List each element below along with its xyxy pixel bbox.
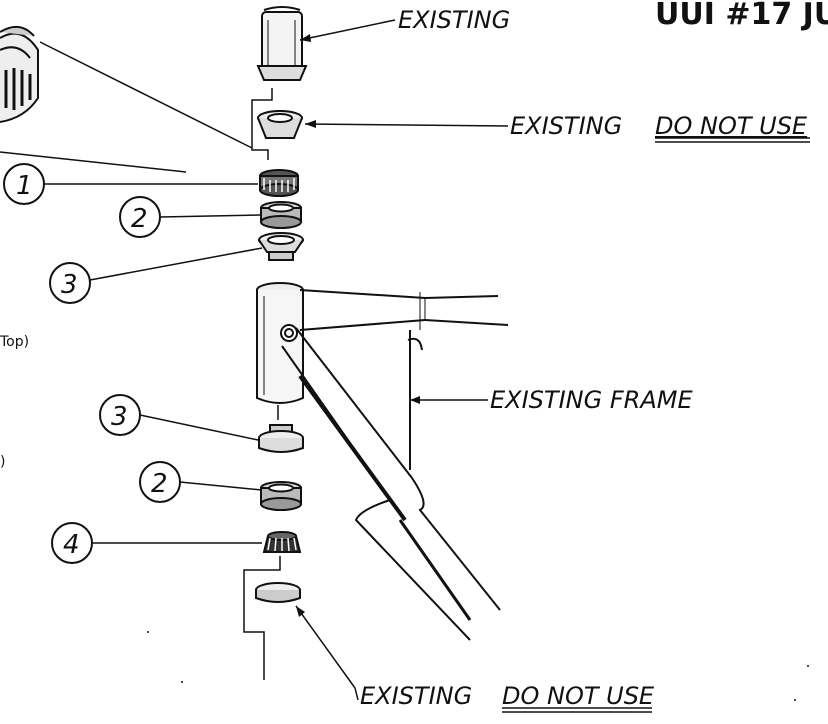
scan-speck <box>147 631 149 633</box>
existing-top-label: EXISTING <box>398 6 510 34</box>
do-not-use-top-arrow <box>305 120 316 128</box>
callout-2a: 2 <box>131 204 148 234</box>
head-tube <box>256 282 304 404</box>
part-2-ring-top <box>260 201 302 229</box>
existing-frame-arrow <box>410 396 420 404</box>
down-tube <box>280 324 501 641</box>
callout-1: 1 <box>16 171 33 201</box>
part-1-bearing <box>259 169 299 197</box>
do-not-use-bottom-arrow <box>296 606 305 617</box>
do-not-use-bottom-leader <box>295 605 356 689</box>
part-2-ring-bottom <box>260 481 302 511</box>
existing-frame-label: EXISTING FRAME <box>490 386 693 414</box>
do-not-use-top-label: DO NOT USE <box>655 112 808 140</box>
scan-speck <box>794 699 796 701</box>
callout-3a-circle <box>49 262 91 304</box>
existing-stem-part <box>256 6 308 81</box>
callout-4: 4 <box>63 530 80 560</box>
existing-washer-bottom <box>255 582 301 603</box>
callout-2b-leader <box>179 481 263 491</box>
existing-top-arrow <box>300 34 311 42</box>
part-4-bearing <box>262 531 302 553</box>
callout-3b: 3 <box>111 402 128 432</box>
side-fragment-bottom: ) <box>0 454 5 470</box>
axis-bracket-top <box>251 88 273 160</box>
scan-speck <box>181 681 183 683</box>
existing-do-not-use-top-prefix: EXISTING <box>510 112 622 140</box>
existing-top-leader <box>299 19 396 41</box>
existing-washer-top <box>257 110 303 139</box>
part-3-cup-top <box>258 232 304 261</box>
callout-3a-leader <box>89 247 263 281</box>
adjuster-knob-fragment <box>0 25 39 123</box>
do-not-use-bottom-leader-2 <box>354 687 359 701</box>
callout-3b-leader <box>139 414 259 441</box>
part-3-cup-bottom <box>258 424 304 453</box>
callout-2b: 2 <box>151 469 168 499</box>
do-not-use-top-leader <box>304 123 509 127</box>
page-title: UUI #17 JU <box>655 0 828 32</box>
top-tube <box>299 289 509 331</box>
knob-leader-1 <box>39 41 253 149</box>
existing-do-not-use-bottom-prefix: EXISTING <box>360 682 472 710</box>
axis-bracket-bottom <box>243 556 281 680</box>
callout-3a: 3 <box>61 270 78 300</box>
scan-speck <box>807 665 809 667</box>
knob-leader-2 <box>0 151 187 173</box>
do-not-use-bottom-label: DO NOT USE <box>502 682 655 710</box>
callout-2a-leader <box>159 214 261 218</box>
side-fragment-top: Top) <box>0 334 29 350</box>
